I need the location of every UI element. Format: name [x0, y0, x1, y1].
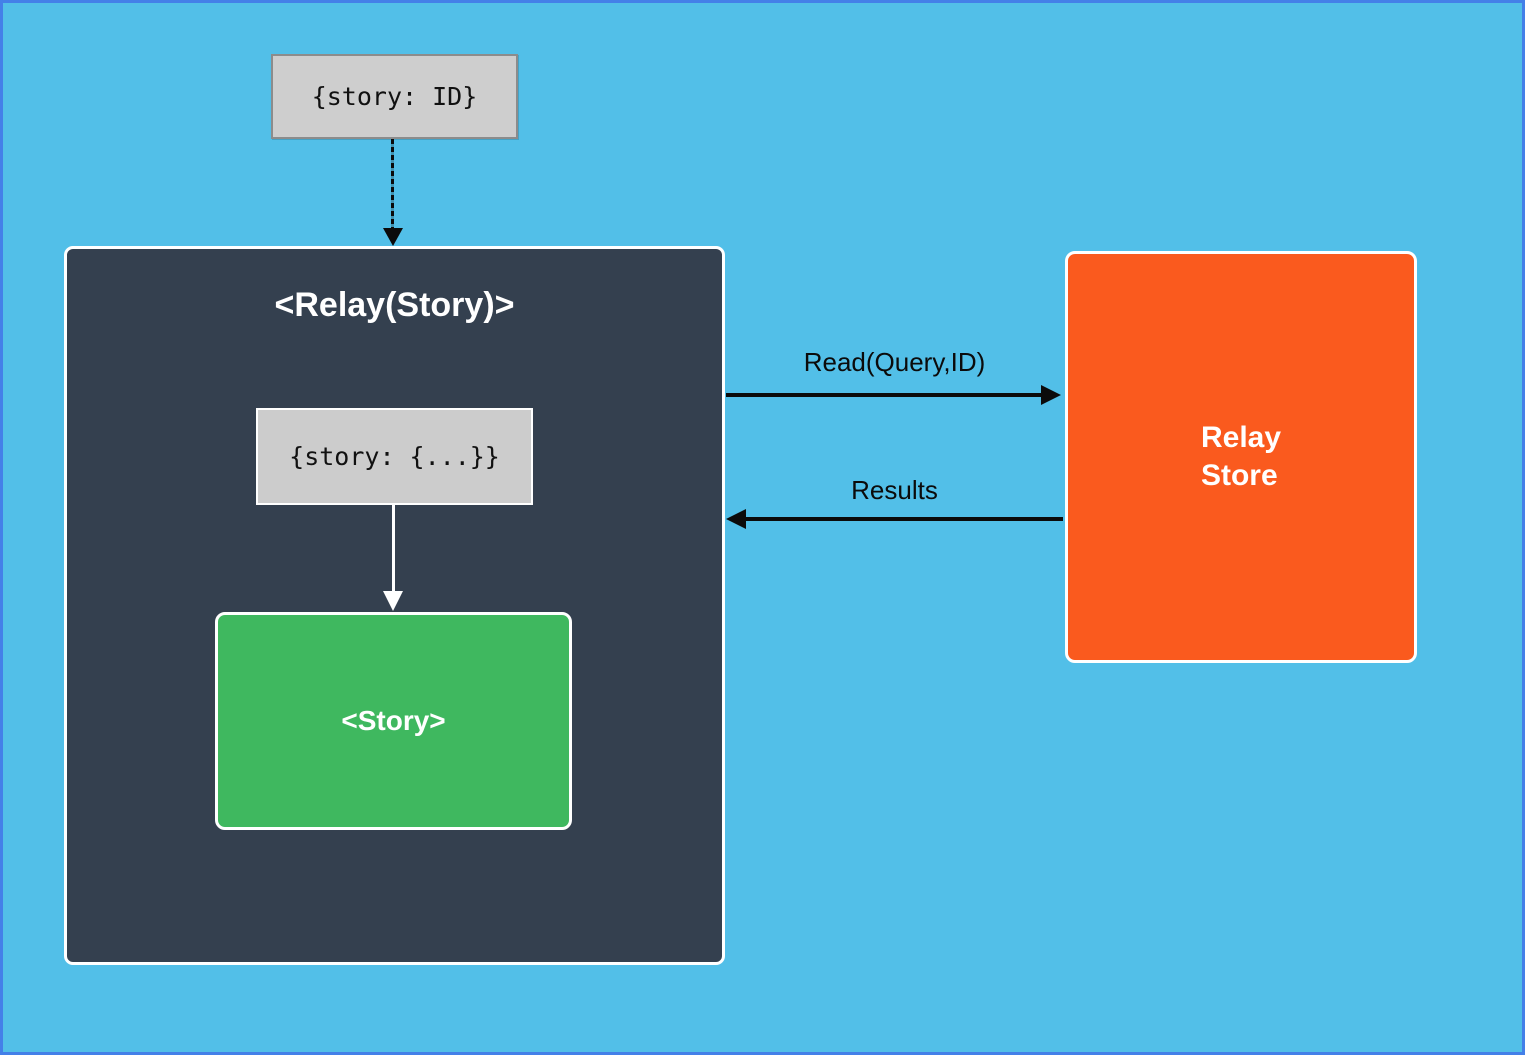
props-to-story-arrow-head: [383, 591, 403, 611]
results-arrow-line: [743, 517, 1063, 521]
story-label: <Story>: [341, 705, 446, 736]
results-arrow-head: [726, 509, 746, 529]
relay-store-label: Relay Store: [1200, 421, 1282, 492]
props-id-label: {story: ID}: [311, 82, 478, 111]
story-box: <Story>: [215, 612, 572, 830]
props-spread-label: {story: {...}}: [289, 442, 500, 471]
read-query-id-label: Read(Query,ID): [803, 347, 986, 377]
props-id-box: {story: ID}: [271, 54, 518, 139]
read-arrow-line: [726, 393, 1048, 397]
props-spread-box: {story: {...}}: [256, 408, 533, 505]
relay-store-box: Relay Store: [1065, 251, 1417, 663]
props-to-relay-arrow-line: [391, 139, 394, 229]
read-arrow-head: [1041, 385, 1061, 405]
relay-story-title: <Relay(Story)>: [274, 286, 515, 324]
props-to-relay-arrow-head: [383, 228, 403, 246]
props-to-story-arrow-line: [392, 505, 395, 591]
results-label: Results: [851, 475, 938, 505]
